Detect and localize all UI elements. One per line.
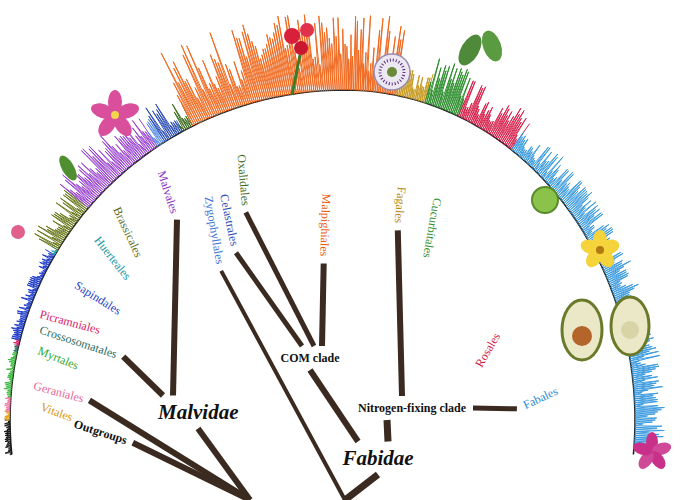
stem <box>292 55 300 95</box>
green-fruit <box>532 187 558 213</box>
seed-pod <box>56 153 80 183</box>
order-label: Fabales <box>521 385 559 411</box>
backbone-arc <box>10 90 635 455</box>
order-label: Brassicales <box>111 205 145 259</box>
flower-center <box>596 246 604 254</box>
clade-branches <box>511 132 664 450</box>
petal <box>89 101 116 122</box>
clade-line <box>322 264 324 347</box>
clade-label: Malvidae <box>158 402 238 423</box>
clade-line <box>221 271 345 500</box>
avocado-half <box>611 297 649 355</box>
leaf <box>454 31 487 69</box>
order-label: Geraniales <box>32 380 85 405</box>
petal <box>631 440 654 458</box>
clade-line <box>123 357 163 396</box>
clade-line <box>198 429 250 500</box>
avocado-half <box>562 300 602 360</box>
clade-branches <box>5 397 11 412</box>
clade-line <box>310 370 358 442</box>
flower-center <box>387 67 397 77</box>
passion-flower <box>374 54 410 90</box>
order-label: Myrtales <box>36 344 80 371</box>
clade-branches <box>4 411 10 420</box>
clade-branches <box>161 15 405 126</box>
clade-line <box>173 220 177 396</box>
clade-line <box>89 400 250 500</box>
clade-label: COM clade <box>281 352 340 364</box>
red-flower <box>284 28 300 44</box>
clade-line <box>387 420 388 442</box>
avocado-seed <box>572 326 592 346</box>
clade-line <box>398 230 402 396</box>
order-label: Fagales <box>392 186 407 224</box>
red-flower <box>300 23 314 37</box>
clade-line <box>473 406 517 412</box>
flower-center <box>111 111 119 119</box>
avocado-pit-hollow <box>621 321 639 339</box>
order-label: Oxalidales <box>235 154 251 206</box>
clade-line <box>246 212 314 346</box>
clade-branches <box>4 351 17 398</box>
order-label: Malvales <box>155 169 180 215</box>
red-flower <box>294 41 308 55</box>
order-label: Vitales <box>38 401 73 424</box>
order-label: Malpighiales <box>318 193 332 256</box>
leaf <box>478 28 506 64</box>
fruit <box>11 225 25 239</box>
order-label: Cucurbitales <box>421 197 443 259</box>
clade-branches <box>146 104 183 142</box>
order-label: Rosales <box>473 331 502 369</box>
clade-label: Nitrogen-fixing clade <box>358 402 466 414</box>
clade-branches <box>4 420 12 455</box>
clade-line <box>345 475 378 500</box>
clade-label: Fabidae <box>343 448 414 469</box>
order-label: Sapindales <box>73 279 123 317</box>
passion-corona <box>380 60 404 84</box>
